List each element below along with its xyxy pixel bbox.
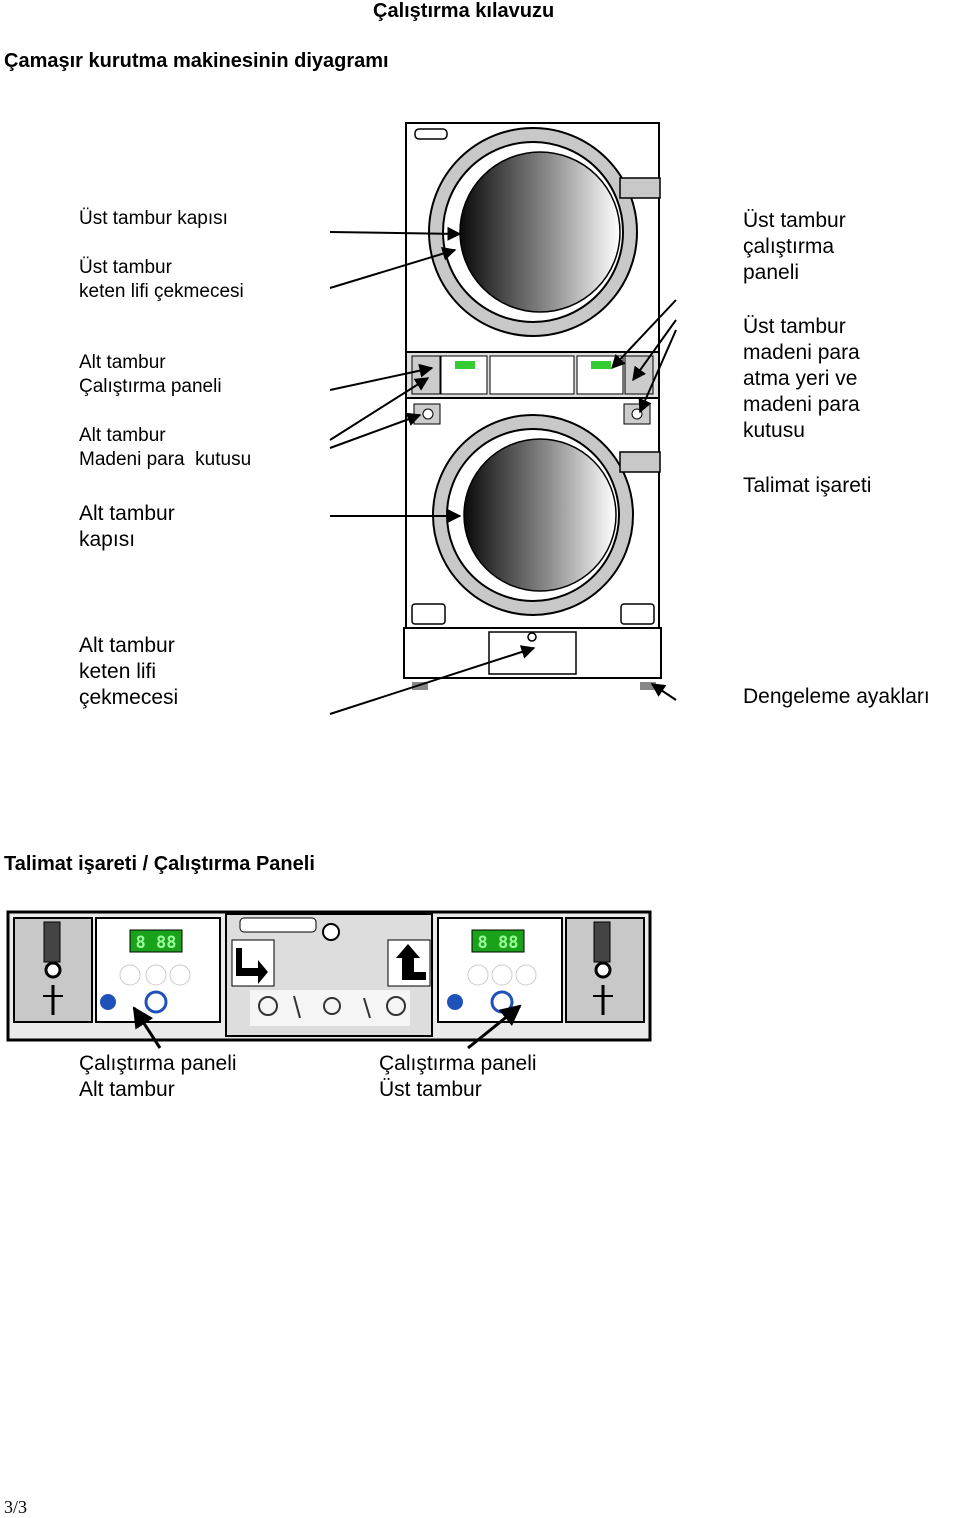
caption-upper-panel: Çalıştırma paneli Üst tambur (379, 1052, 537, 1101)
label-lower-lint-drawer: Alt tambur keten lifi çekmecesi (79, 634, 179, 709)
upper-drum-door (428, 127, 661, 337)
lower-drum-door (432, 414, 661, 616)
label-upper-control-panel: Üst tambur çalıştırma paneli (743, 209, 846, 284)
label-upper-coin-slot: Üst tambur madeni para atma yeri ve made… (743, 315, 860, 442)
label-leveling-feet: Dengeleme ayakları (743, 685, 930, 708)
label-upper-lint-drawer: Üst tambur keten lifi çekmecesi (79, 257, 244, 302)
label-lower-coin-box: Alt tambur Madeni para kutusu (79, 425, 252, 470)
diagram-title: Çamaşır kurutma makinesinin diyagramı (4, 50, 389, 72)
pointer-lines (329, 226, 677, 715)
label-lower-door: Alt tambur kapısı (79, 502, 175, 551)
panel-section-title: Talimat işareti / Çalıştırma Paneli (4, 853, 315, 875)
page-number: 3/3 (4, 1497, 28, 1517)
label-upper-door: Üst tambur kapısı (79, 208, 228, 229)
label-lower-control-panel: Alt tambur Çalıştırma paneli (79, 352, 222, 397)
header-title: Çalıştırma kılavuzu (373, 0, 555, 22)
label-instruction-sign: Talimat işareti (743, 474, 872, 497)
caption-lower-panel: Çalıştırma paneli Alt tambur (79, 1052, 237, 1101)
